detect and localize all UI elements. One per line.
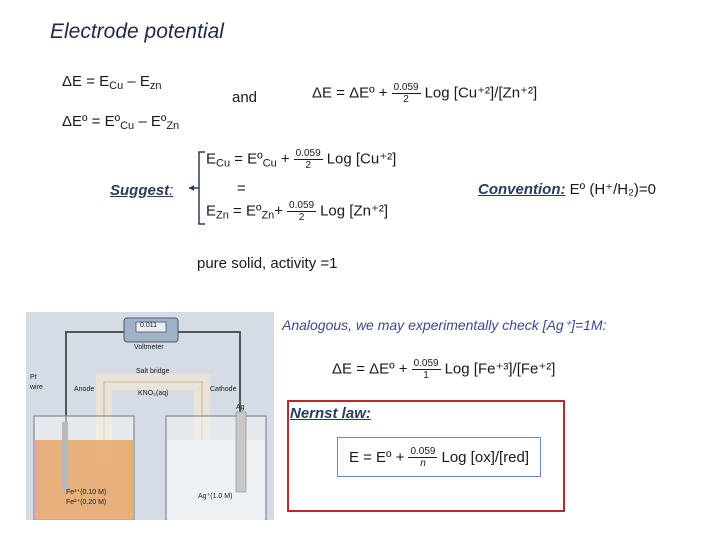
pt-label: Pt: [30, 374, 37, 381]
cathode-label: Cathode: [210, 386, 237, 393]
galvanic-cell-photo: 0.011 Voltmeter Salt bridge KNO₃(aq) Ano…: [26, 312, 274, 520]
delta-e0-equation: ΔEº = EºCu – EºZn: [62, 113, 180, 132]
page-title: Electrode potential: [50, 20, 224, 43]
salt-bridge-label: Salt bridge: [136, 368, 170, 375]
nernst-law-label: Nernst law:: [290, 405, 371, 422]
fe3-label: Fe³⁺(0.10 M): [66, 489, 107, 496]
ag-ion-label: Ag⁺(1.0 M): [198, 493, 233, 500]
wire-label: wire: [30, 384, 43, 391]
and-word: and: [232, 89, 258, 106]
voltmeter-label: Voltmeter: [134, 344, 164, 351]
suggest-label: Suggest:: [110, 182, 174, 199]
nernst-law-box: [287, 400, 565, 512]
bracket-arrow: [189, 151, 205, 225]
pure-solid-note: pure solid, activity =1: [197, 255, 338, 272]
minus-equals: =: [237, 180, 246, 197]
ag-label: Ag: [236, 404, 245, 411]
fe2-label: Fe²⁺(0.20 M): [66, 499, 107, 506]
voltmeter-reading: 0.011: [140, 322, 157, 329]
analogous-note: Analogous, we may experimentally check […: [282, 317, 607, 333]
kno3-label: KNO₃(aq): [138, 390, 169, 397]
delta-e-equation: ΔE = ECu – Ezn: [62, 73, 162, 92]
convention-note: Convention: Eº (H⁺/H₂)=0: [478, 181, 656, 198]
anode-label: Anode: [74, 386, 95, 393]
cell-illustration: [26, 312, 274, 520]
